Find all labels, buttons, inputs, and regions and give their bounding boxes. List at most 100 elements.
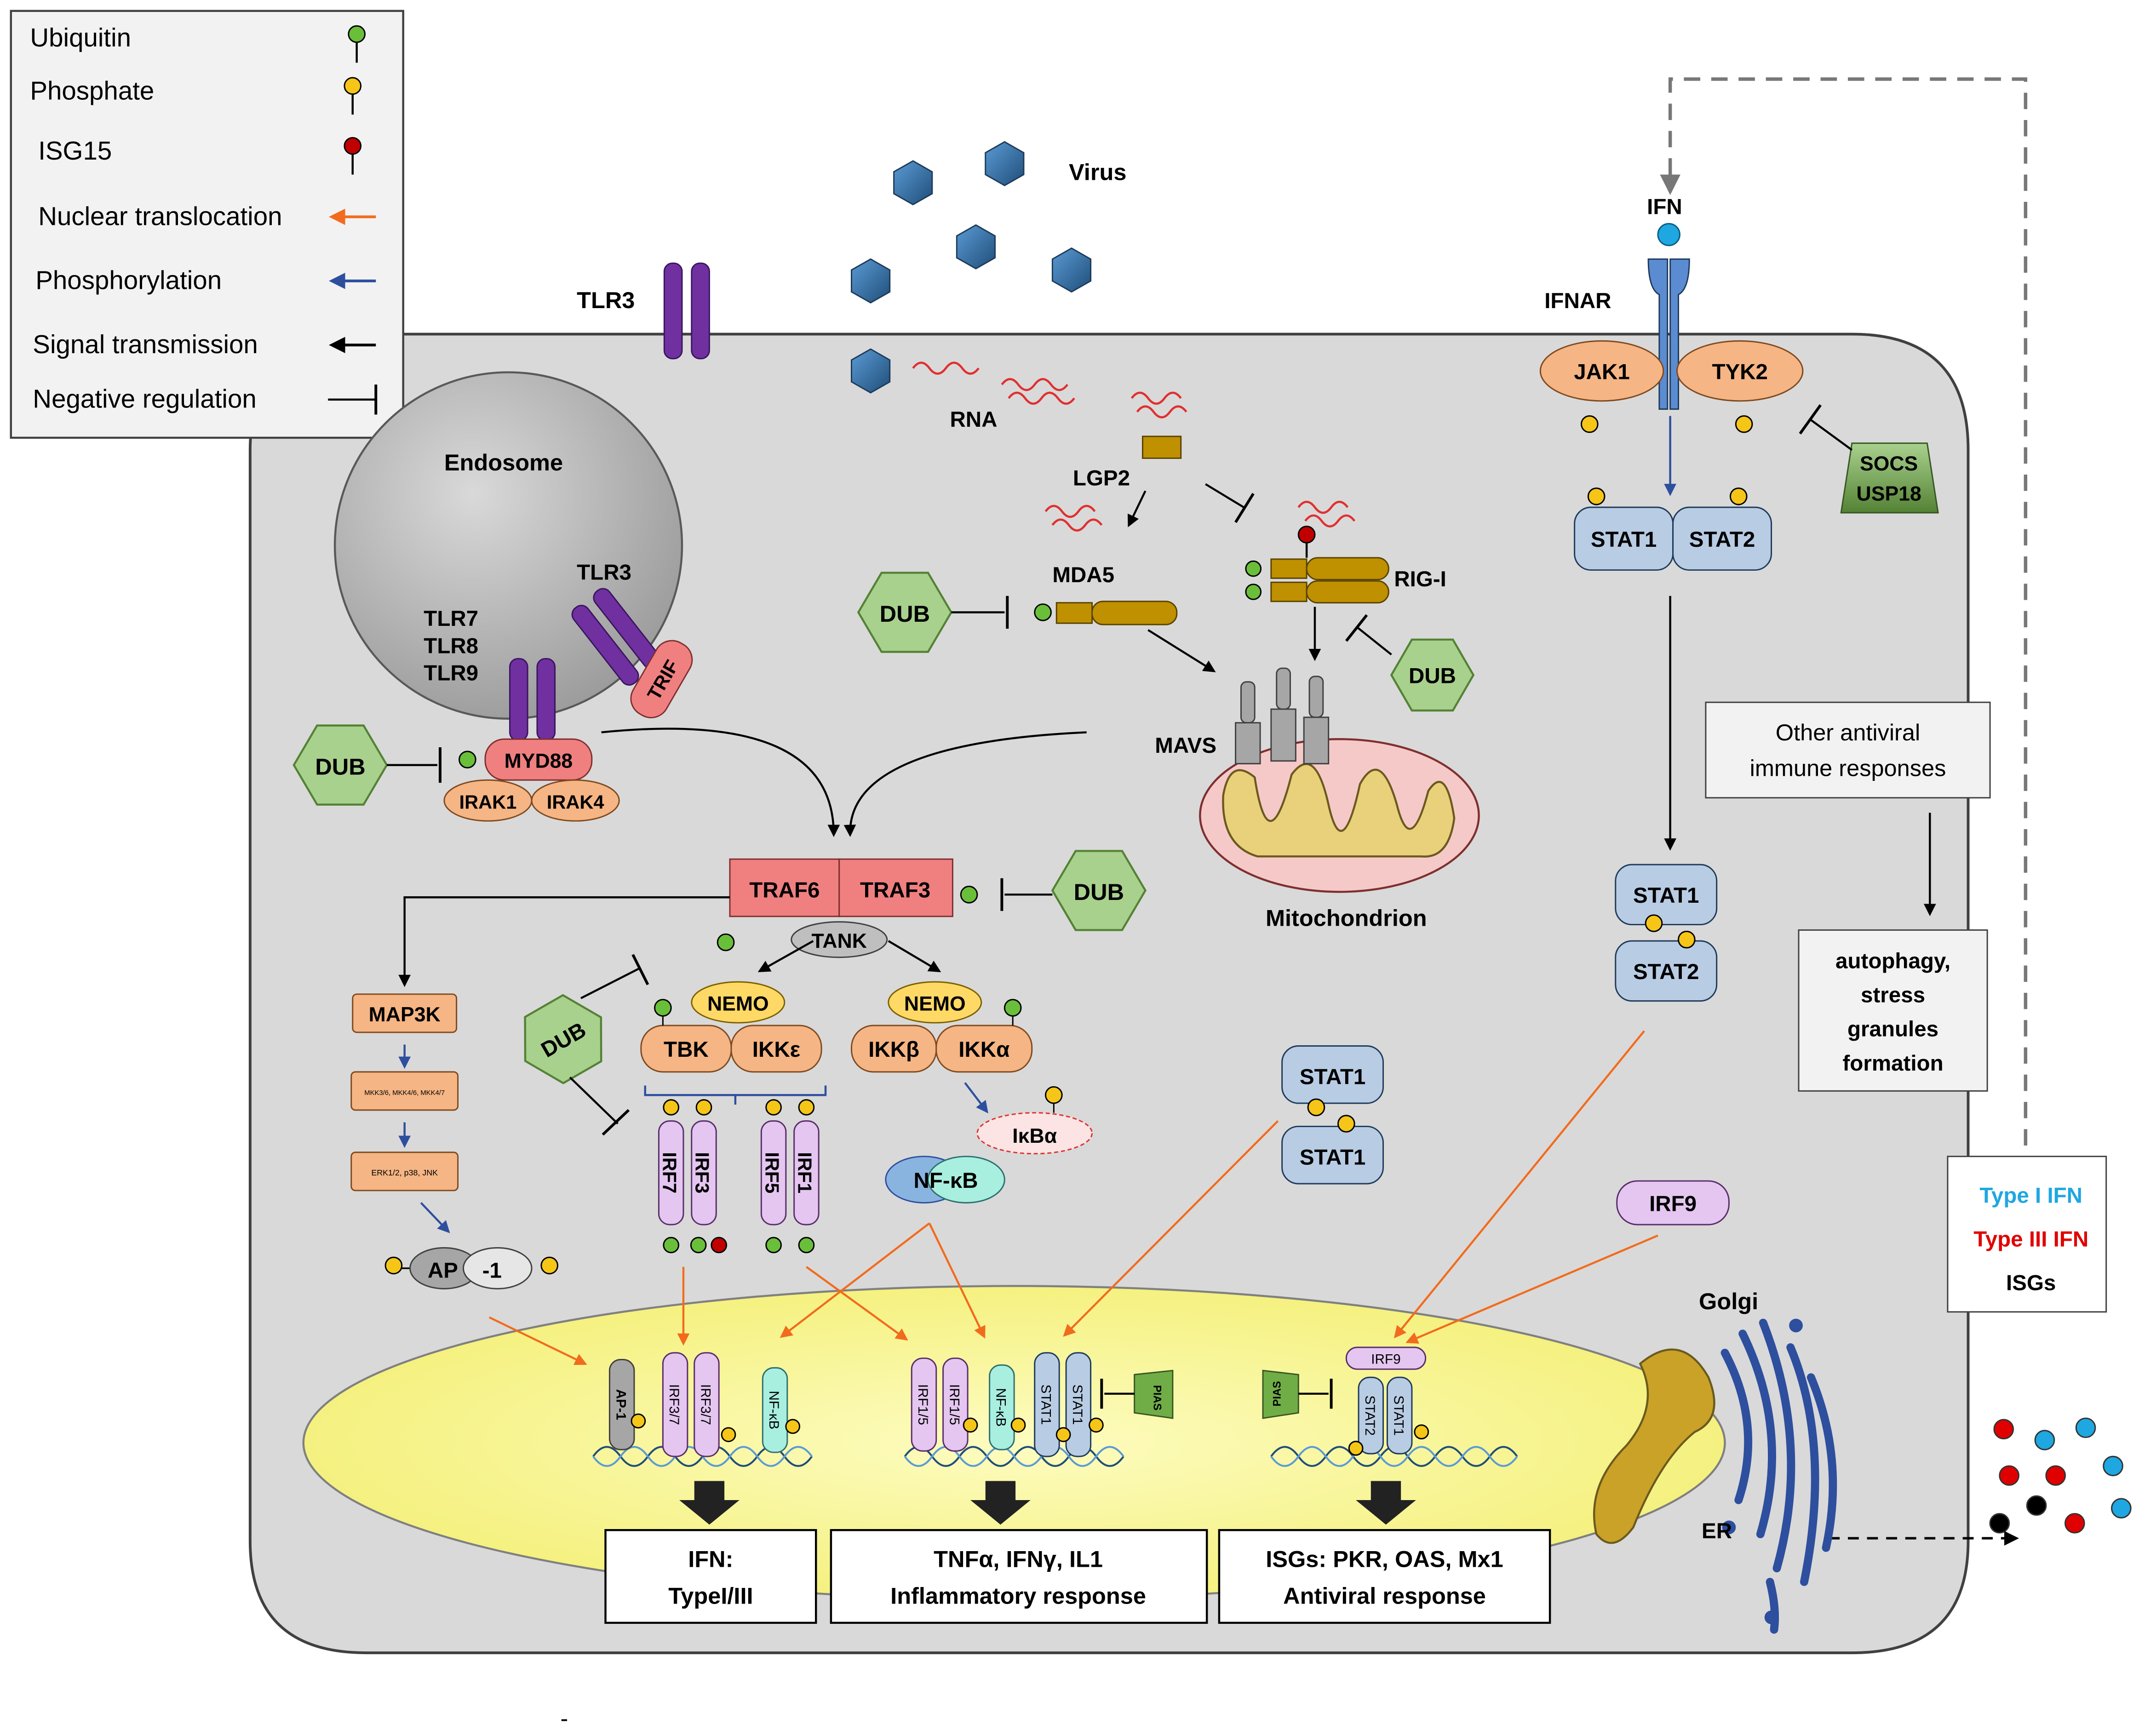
phosphate-icon (1677, 930, 1696, 949)
socs-usp18-protein (1840, 442, 1939, 514)
dub-mda5-label: DUB (880, 601, 930, 627)
isg15-icon (1297, 526, 1316, 544)
legend-label-phosphate: Phosphate (30, 76, 154, 105)
phosphate-icon (1307, 1098, 1325, 1117)
golgi-label: Golgi (1699, 1288, 1758, 1314)
ikka-label: IKKα (958, 1037, 1009, 1062)
nemo-right-label: NEMO (904, 992, 966, 1015)
ubiquitin-icon (798, 1237, 815, 1254)
ifnar-receptor (1647, 258, 1690, 410)
ifn-label: IFN (1647, 195, 1682, 219)
output-antiviral-line1: ISGs: PKR, OAS, Mx1 (1266, 1546, 1503, 1572)
irak4-protein (531, 779, 620, 822)
nuclear-nfkb-label: NF-κB (766, 1391, 781, 1429)
autophagy-line2: stress (1861, 983, 1925, 1008)
rigi-label: RIG-I (1394, 567, 1446, 591)
tlr3-surface-receptor (663, 262, 683, 360)
tlr789-receptor (509, 658, 528, 741)
nuclear-irf37b-label: IRF3/7 (698, 1384, 713, 1425)
virus-icon (956, 224, 996, 269)
nuclear-complex-inflammatory: IRF1/5 IRF1/5 NF-κB STAT1 STAT1 PIAS (911, 1352, 1174, 1457)
virus-icon (985, 141, 1025, 187)
dub-traf-label: DUB (1074, 879, 1124, 905)
map3k-protein (352, 993, 458, 1033)
ubiquitin-icon (348, 25, 366, 43)
irf7-protein (658, 1120, 684, 1226)
lgp2-protein (1142, 435, 1182, 459)
output-box-ifn (604, 1529, 817, 1624)
nemo-right (888, 981, 982, 1024)
tlr3-endosome-label: TLR3 (577, 560, 631, 584)
phosphate-icon (1055, 1427, 1071, 1442)
autophagy-box (1798, 929, 1988, 1092)
nuclear-stat1c-label: STAT1 (1391, 1395, 1406, 1436)
tbk-label: TBK (664, 1037, 709, 1062)
dub-traf: DUB (1051, 850, 1147, 931)
virus-icon (1051, 247, 1092, 293)
tyk2-protein (1676, 340, 1804, 402)
ikka-protein (935, 1025, 1033, 1073)
nuclear-complex-ifn: AP-1 IRF3/7 IRF3/7 NF-κB (608, 1352, 801, 1457)
mavs-proteins (1235, 667, 1330, 765)
stray-dash: - (560, 1705, 568, 1731)
tank-protein (791, 921, 888, 958)
phosphate-icon (695, 1099, 712, 1116)
irf3-label: IRF3 (692, 1152, 713, 1193)
ap1-label-b: -1 (482, 1259, 502, 1283)
phosphate-icon (384, 1256, 403, 1275)
nuclear-irf15-label: IRF1/5 (915, 1384, 930, 1425)
mkk-protein (350, 1071, 459, 1111)
nuclear-irf9-label: IRF9 (1371, 1352, 1400, 1367)
ap1-jun (462, 1247, 533, 1289)
nemo-left-label: NEMO (707, 992, 769, 1015)
tank-label: TANK (812, 930, 867, 952)
trif-protein (630, 640, 693, 718)
golgi-apparatus (1593, 1348, 1715, 1544)
ikba-label: IκBα (1012, 1125, 1057, 1147)
stat1-homodimer-bottom (1281, 1125, 1384, 1185)
ubiquitin-icon (1245, 584, 1262, 600)
type3-ifn-label: Type III IFN (1973, 1227, 2088, 1251)
phosphate-icon (663, 1099, 680, 1116)
rna-label: RNA (950, 407, 997, 432)
jak1-protein (1539, 340, 1664, 402)
mavs-label: MAVS (1155, 733, 1216, 758)
phosphate-icon (1735, 415, 1753, 433)
legend-label-ubiquitin: Ubiquitin (30, 23, 131, 52)
stat1-homodimer-top-label: STAT1 (1300, 1065, 1365, 1089)
nuclear-complex-isg: IRF9 STAT2 STAT1 PIAS (1262, 1346, 1429, 1456)
tlr3-surface-label: TLR3 (577, 287, 635, 313)
ifnar-label: IFNAR (1544, 289, 1611, 313)
legend-label-signal-transmission: Signal transmission (33, 330, 258, 359)
traf3-protein (838, 858, 953, 917)
output-ifn-line1: IFN: (688, 1546, 733, 1572)
ubiquitin-icon (1245, 560, 1262, 577)
virus-icon (893, 160, 933, 206)
stat2-receptor (1672, 506, 1772, 571)
phosphate-icon (540, 1256, 559, 1275)
autophagy-line4: formation (1842, 1051, 1943, 1076)
stat1-homodimer-top (1281, 1045, 1384, 1104)
stat1-homodimer-bottom-label: STAT1 (1300, 1146, 1365, 1170)
ubiquitin-icon (960, 886, 978, 904)
tlr7-label: TLR7 (424, 607, 478, 631)
isg15-icon (711, 1237, 728, 1254)
phosphate-icon (1045, 1086, 1063, 1104)
tlr8-label: TLR8 (424, 634, 478, 658)
phosphate-icon (344, 77, 362, 95)
pias-right-label: PIAS (1151, 1385, 1163, 1410)
ubiquitin-icon (459, 751, 476, 769)
erk-label: ERK1/2, p38, JNK (371, 1168, 438, 1177)
mkk-label: MKK3/6, MKK4/6, MKK4/7 (364, 1089, 445, 1097)
rigi-protein (1270, 558, 1307, 579)
phosphate-icon (631, 1413, 646, 1429)
stat1-heterodimer (1615, 864, 1718, 926)
phosphate-icon (765, 1099, 782, 1116)
ubiquitin-icon (663, 1237, 680, 1254)
legend-label-isg15: ISG15 (38, 136, 112, 165)
output-box-inflammatory (830, 1529, 1208, 1624)
phosphate-icon (721, 1427, 736, 1442)
phosphate-icon (1587, 487, 1606, 505)
stat2-heterodimer-label: STAT2 (1633, 960, 1699, 984)
traf6-label: TRAF6 (749, 878, 820, 902)
